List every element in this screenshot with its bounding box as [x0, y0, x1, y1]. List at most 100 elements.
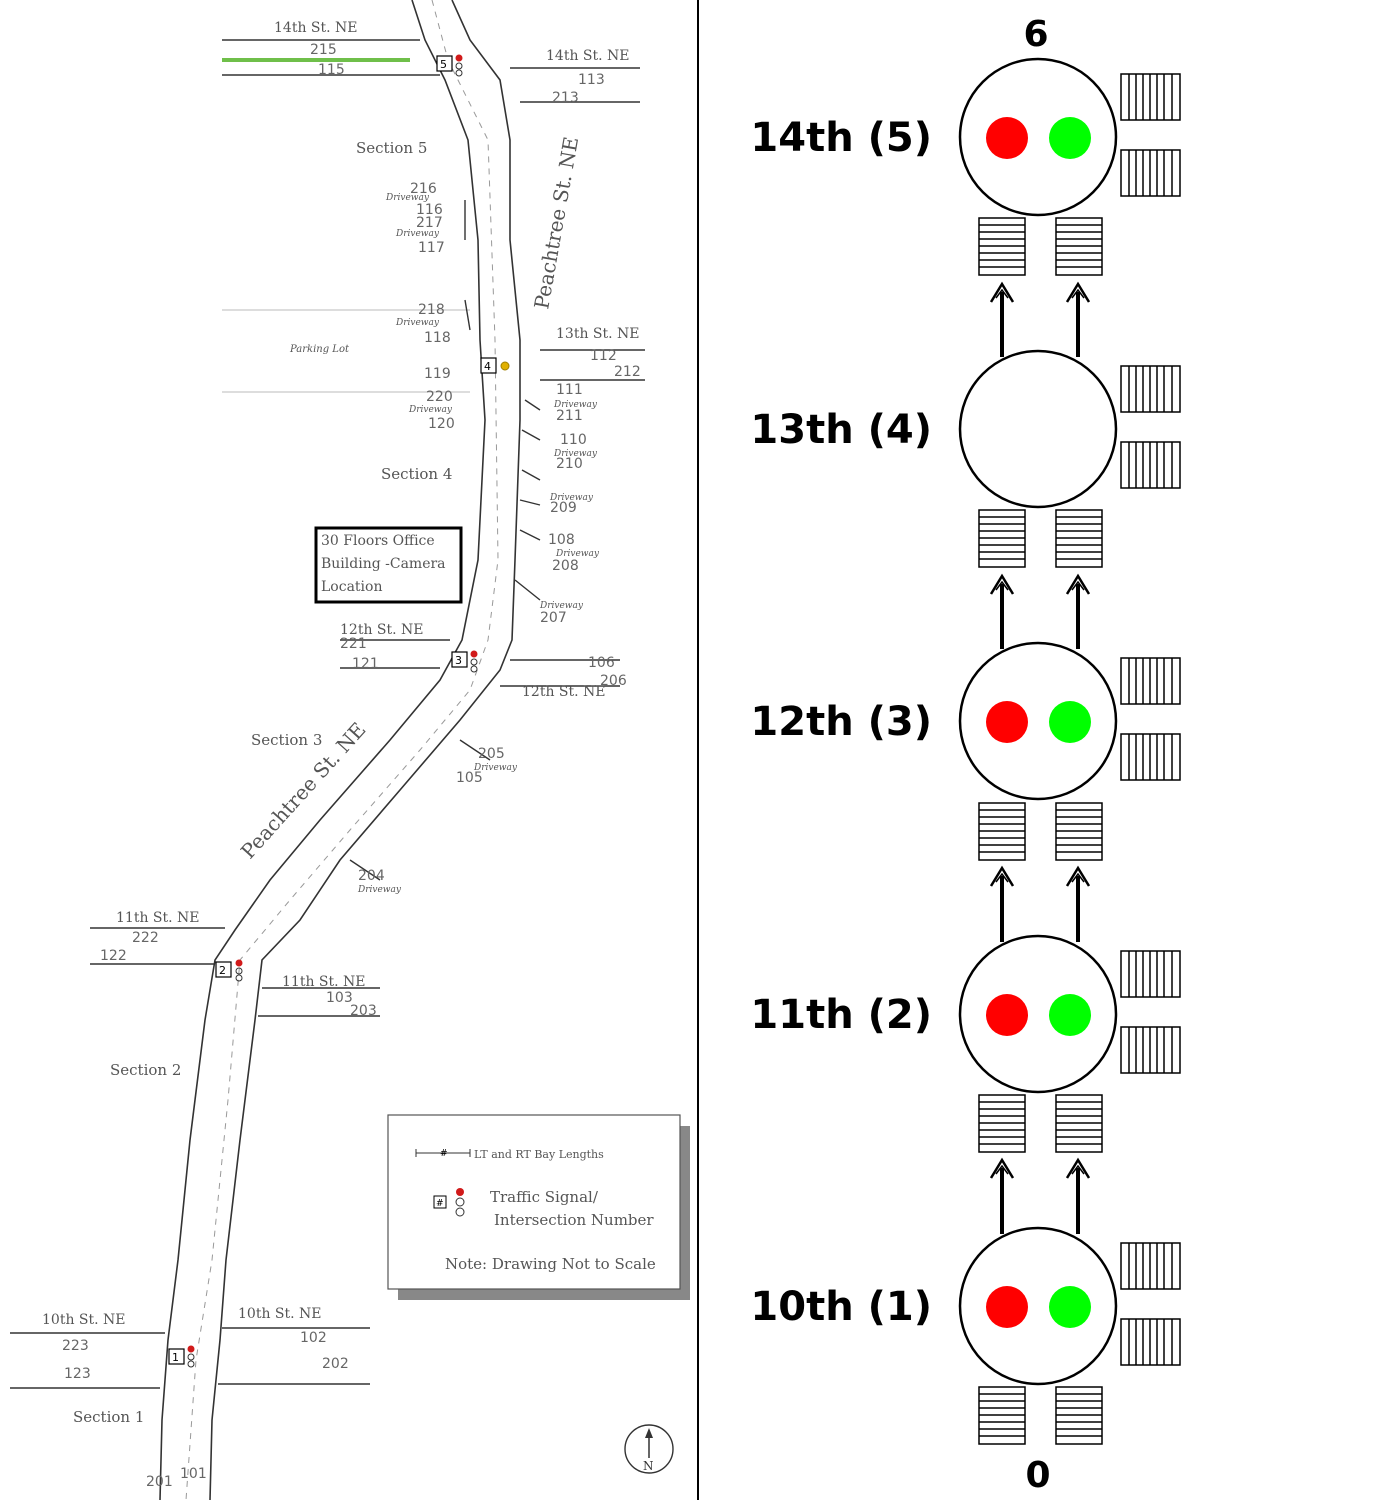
flow-arrow-head-icon — [1065, 865, 1091, 887]
link-queue-left — [978, 802, 1026, 861]
street-label-10th-w: 10th St. NE — [42, 1312, 126, 1328]
svg-text:#: # — [436, 1199, 444, 1209]
intersection-node-3: 12th (3) — [750, 641, 1181, 801]
link-number: 113 — [578, 72, 605, 88]
camera-box-line-2: Building -Camera — [321, 556, 446, 572]
camera-box-line-1: 30 Floors Office — [321, 533, 435, 549]
side-queue-lower — [1120, 149, 1181, 197]
link-number: 105 — [456, 770, 483, 786]
intersection-label: 12th (3) — [750, 699, 932, 745]
side-queue-upper — [1120, 950, 1181, 998]
link-queue-right — [1055, 509, 1103, 568]
flow-arrow-head-icon — [1065, 573, 1091, 595]
intersection-circle — [958, 641, 1118, 801]
link-number: 103 — [326, 990, 353, 1006]
intersection-5: 5 — [436, 54, 463, 77]
link-number: 204 — [358, 868, 385, 884]
street-label-12th-w: 12th St. NE — [340, 622, 424, 638]
link-number: 119 — [424, 366, 451, 382]
flow-arrow-head-icon — [1065, 281, 1091, 303]
section-label-1: Section 1 — [73, 1408, 144, 1426]
side-queue-upper — [1120, 1242, 1181, 1290]
legend-bay-label: LT and RT Bay Lengths — [474, 1148, 604, 1161]
intersection-circle — [958, 349, 1118, 509]
link-number: 116 — [416, 202, 443, 218]
link-number: 118 — [424, 330, 451, 346]
green-light-icon — [1049, 701, 1091, 743]
intersection-node-5: 14th (5) — [750, 57, 1181, 217]
link-number: 213 — [552, 90, 579, 106]
intersection-label: 11th (2) — [750, 992, 932, 1038]
flow-arrow-head-icon — [989, 1157, 1015, 1179]
legend-note: Note: Drawing Not to Scale — [445, 1255, 656, 1273]
red-light-icon — [986, 1286, 1028, 1328]
intersection-circle — [958, 57, 1118, 217]
red-light-icon — [986, 701, 1028, 743]
intersection-label: 14th (5) — [750, 115, 932, 161]
legend-signal-symbol: # — [433, 1188, 465, 1217]
cross-streets — [10, 39, 645, 1389]
link-number: 208 — [552, 558, 579, 574]
street-label-11th-e: 11th St. NE — [282, 974, 366, 990]
driveway-label: Driveway — [395, 318, 440, 328]
link-number: 217 — [416, 215, 443, 231]
flow-arrow-head-inner — [995, 580, 1009, 591]
red-light-icon — [986, 117, 1028, 159]
intersection-node-4: 13th (4) — [750, 349, 1181, 509]
north-label: N — [643, 1459, 654, 1473]
link-number: 108 — [548, 532, 575, 548]
flow-arrow-head-icon — [989, 281, 1015, 303]
flow-arrow-head-inner — [1071, 1164, 1085, 1175]
corridor-schematic: 6 0 14th (5)13th (4)12th (3)11th (2)10th… — [700, 0, 1400, 1500]
side-queue-lower — [1120, 733, 1181, 781]
link-number: 201 — [146, 1474, 173, 1490]
intersection-label: 10th (1) — [750, 1284, 932, 1330]
driveway-labels: Driveway Driveway Driveway Driveway Driv… — [357, 193, 600, 895]
link-number: 117 — [418, 240, 445, 256]
link-number: 206 — [600, 673, 627, 689]
link-number: 101 — [180, 1466, 207, 1482]
green-light-icon — [1049, 117, 1091, 159]
side-queue-upper — [1120, 657, 1181, 705]
legend-signal-label-1: Traffic Signal/ — [490, 1188, 599, 1206]
flow-arrow-head-inner — [995, 1164, 1009, 1175]
link-number: 106 — [588, 655, 615, 671]
link-number: 220 — [426, 389, 453, 405]
driveway-label: Driveway — [473, 763, 518, 773]
link-queue-left — [978, 509, 1026, 568]
street-label-12th-e: 12th St. NE — [522, 684, 606, 700]
driveway-label: Driveway — [395, 229, 440, 239]
flow-arrow-head-icon — [989, 573, 1015, 595]
link-queue-left — [978, 1094, 1026, 1153]
intersection-circle — [958, 934, 1118, 1094]
link-number: 203 — [350, 1003, 377, 1019]
intersection-2: 2 — [215, 959, 243, 982]
intersection-node-1: 10th (1) — [750, 1226, 1181, 1386]
link-number: 221 — [340, 636, 367, 652]
parking-lot-label: Parking Lot — [289, 344, 350, 355]
schematic-top-label: 6 — [1023, 14, 1048, 55]
side-queue-upper — [1120, 365, 1181, 413]
side-queue-upper — [1120, 73, 1181, 121]
flow-arrow-head-inner — [995, 872, 1009, 883]
link-queue-right — [1055, 1094, 1103, 1153]
svg-text:4: 4 — [484, 360, 491, 373]
side-queue-lower — [1120, 441, 1181, 489]
section-label-3: Section 3 — [251, 731, 322, 749]
legend-signal-label-2: Intersection Number — [494, 1211, 654, 1229]
link-number: 215 — [310, 42, 337, 58]
link-number: 223 — [62, 1338, 89, 1354]
street-label-14th-w: 14th St. NE — [274, 20, 358, 36]
link-queue-right — [1055, 217, 1103, 276]
street-label-14th-e: 14th St. NE — [546, 48, 630, 64]
link-queue-right — [1055, 802, 1103, 861]
link-number: 112 — [590, 348, 617, 364]
link-number: 211 — [556, 408, 583, 424]
corridor-map: 14th St. NE 14th St. NE 13th St. NE 12th… — [0, 0, 700, 1501]
link-number: 110 — [560, 432, 587, 448]
north-arrow-icon: N — [624, 1424, 674, 1474]
link-number: 102 — [300, 1330, 327, 1346]
driveway-label: Driveway — [357, 885, 402, 895]
driveway-label: Driveway — [553, 400, 598, 410]
svg-text:1: 1 — [172, 1351, 179, 1364]
